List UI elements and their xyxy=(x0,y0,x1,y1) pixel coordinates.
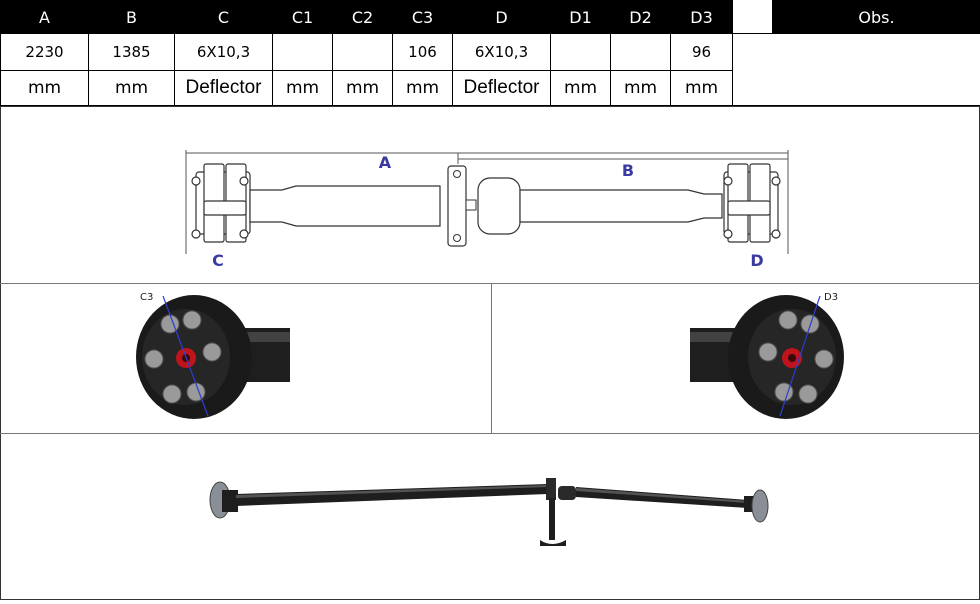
value-d2 xyxy=(611,34,671,71)
header-gap xyxy=(733,1,773,34)
header-d3: D3 xyxy=(671,1,733,34)
value-row: 2230 1385 6X10,3 106 6X10,3 96 xyxy=(1,34,980,71)
header-a: A xyxy=(1,1,89,34)
unit-c: Deflector xyxy=(175,71,273,106)
value-d3: 96 xyxy=(671,34,733,71)
unit-c1: mm xyxy=(273,71,333,106)
flange-d-panel: D3 xyxy=(492,284,980,434)
obs-cell xyxy=(733,34,980,106)
header-c: C xyxy=(175,1,273,34)
value-b: 1385 xyxy=(89,34,175,71)
header-b: B xyxy=(89,1,175,34)
header-c1: C1 xyxy=(273,1,333,34)
header-d: D xyxy=(453,1,551,34)
left-flange-drawing xyxy=(192,164,250,242)
label-a: A xyxy=(379,153,392,172)
photo-right-flange xyxy=(752,490,768,522)
driveshaft-photo-panel xyxy=(0,434,980,600)
bearing-bolt-bottom xyxy=(454,235,461,242)
value-c1 xyxy=(273,34,333,71)
unit-a: mm xyxy=(1,71,89,106)
right-flange-drawing xyxy=(724,164,780,242)
driveshaft-photo xyxy=(0,434,980,600)
label-b: B xyxy=(622,161,634,180)
header-obs: Obs. xyxy=(773,1,980,34)
header-c3: C3 xyxy=(393,1,453,34)
schematic-drawing: A B C D xyxy=(0,106,980,284)
label-d3: D3 xyxy=(824,292,838,303)
header-c2: C2 xyxy=(333,1,393,34)
value-c2 xyxy=(333,34,393,71)
flange-d-photo: D3 xyxy=(492,284,980,434)
unit-c2: mm xyxy=(333,71,393,106)
label-c3: C3 xyxy=(140,292,153,303)
header-row: A B C C1 C2 C3 D D1 D2 D3 Obs. xyxy=(1,1,980,34)
right-tube-drawing xyxy=(520,190,722,222)
bearing-collar xyxy=(466,200,476,210)
label-d: D xyxy=(750,251,763,270)
value-d1 xyxy=(551,34,611,71)
unit-d: Deflector xyxy=(453,71,551,106)
header-d2: D2 xyxy=(611,1,671,34)
flange-c-photo: C3 xyxy=(0,284,492,434)
value-d: 6X10,3 xyxy=(453,34,551,71)
header-d1: D1 xyxy=(551,1,611,34)
unit-d1: mm xyxy=(551,71,611,106)
label-c: C xyxy=(212,251,224,270)
photo-center-bearing xyxy=(546,478,556,500)
unit-d2: mm xyxy=(611,71,671,106)
value-c: 6X10,3 xyxy=(175,34,273,71)
flange-c-panel: C3 xyxy=(0,284,492,434)
schematic-panel: A B C D xyxy=(0,106,980,284)
left-tube-drawing xyxy=(250,186,440,226)
value-a: 2230 xyxy=(1,34,89,71)
value-c3: 106 xyxy=(393,34,453,71)
slip-joint-drawing xyxy=(478,178,520,234)
dimension-table: A B C C1 C2 C3 D D1 D2 D3 Obs. 2230 1385… xyxy=(0,0,980,106)
unit-d3: mm xyxy=(671,71,733,106)
unit-c3: mm xyxy=(393,71,453,106)
bearing-bolt-top xyxy=(454,171,461,178)
unit-b: mm xyxy=(89,71,175,106)
